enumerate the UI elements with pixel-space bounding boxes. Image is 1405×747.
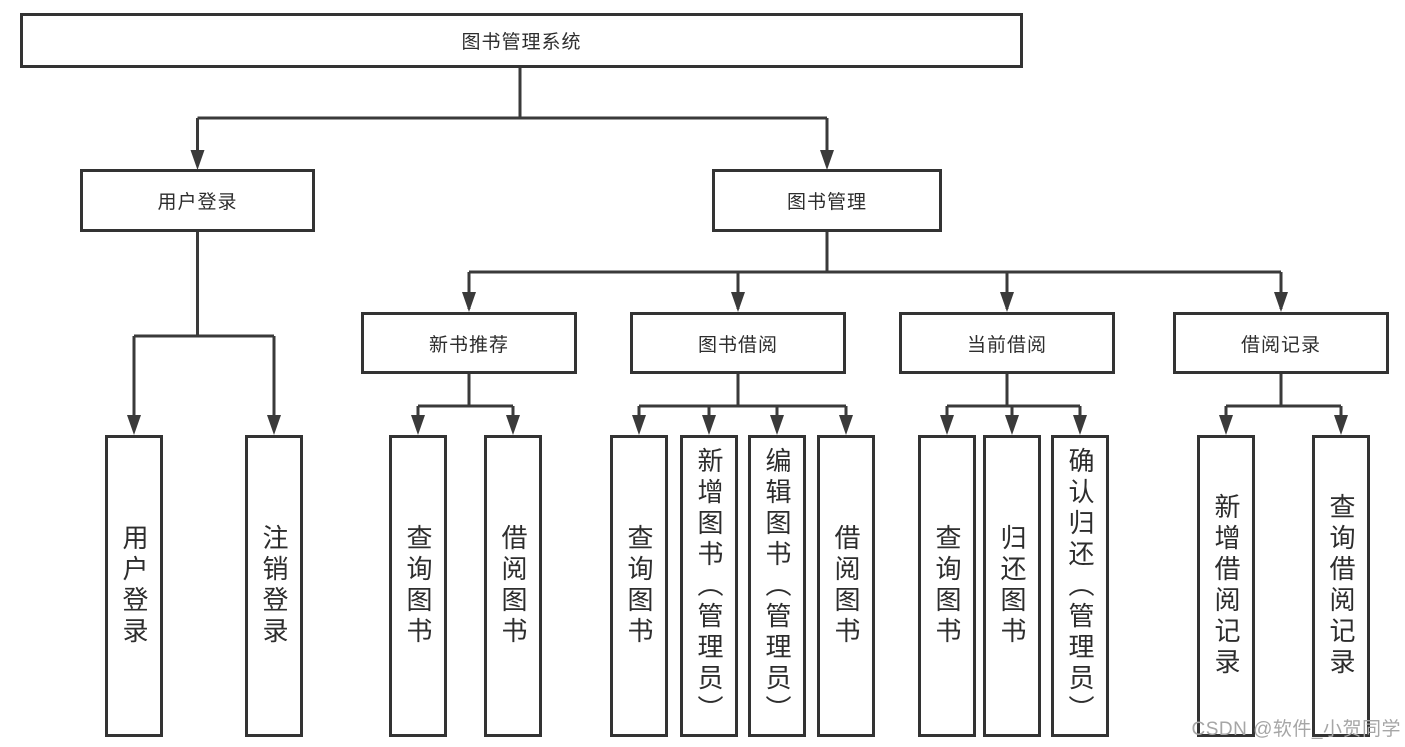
node-label: 注销登录: [259, 524, 289, 648]
node-label: 查询图书: [403, 524, 433, 648]
leaf-query-borrowing-record: 查询借阅记录: [1312, 435, 1370, 737]
node-label: 借阅记录: [1240, 334, 1321, 356]
node-book-borrowing: 图书借阅: [630, 312, 846, 374]
node-label: 用户登录: [157, 192, 238, 213]
node-label: 查询图书: [932, 524, 962, 648]
node-label: 借阅图书: [498, 524, 528, 648]
node-label: 图书借阅: [697, 334, 778, 356]
node-label: 用户登录: [119, 524, 149, 648]
node-label: 图书管理系统: [461, 32, 582, 53]
leaf-edit-book-admin: 编辑图书（管理员）: [748, 435, 806, 737]
node-borrowing-records: 借阅记录: [1173, 312, 1389, 374]
leaf-logout: 注销登录: [245, 435, 303, 737]
leaf-return-books: 归还图书: [983, 435, 1041, 737]
leaf-query-books-current: 查询图书: [918, 435, 976, 737]
leaf-user-login: 用户登录: [105, 435, 163, 737]
node-label: 新增借阅记录: [1211, 493, 1241, 679]
node-label: 当前借阅: [966, 334, 1047, 356]
node-current-borrowing: 当前借阅: [899, 312, 1115, 374]
csdn-watermark: CSDN @软件_小贺同学: [1191, 719, 1401, 740]
node-label: 新书推荐: [428, 334, 509, 356]
leaf-add-borrowing-record: 新增借阅记录: [1197, 435, 1255, 737]
node-library-management-system: 图书管理系统: [20, 13, 1023, 68]
leaf-query-books-borrowing: 查询图书: [610, 435, 668, 737]
node-label: 编辑图书（管理员）: [762, 446, 792, 726]
node-book-management: 图书管理: [712, 169, 942, 232]
node-label: 归还图书: [997, 524, 1027, 648]
node-label: 借阅图书: [831, 524, 861, 648]
node-label: 查询借阅记录: [1326, 493, 1356, 679]
leaf-query-books-recommend: 查询图书: [389, 435, 447, 737]
node-label: 查询图书: [624, 524, 654, 648]
node-new-book-recommendation: 新书推荐: [361, 312, 577, 374]
leaf-borrow-books-borrowing: 借阅图书: [817, 435, 875, 737]
leaf-confirm-return-admin: 确认归还（管理员）: [1051, 435, 1109, 737]
node-label: 新增图书（管理员）: [694, 446, 724, 726]
node-label: 图书管理: [786, 192, 867, 213]
leaf-add-book-admin: 新增图书（管理员）: [680, 435, 738, 737]
node-label: 确认归还（管理员）: [1065, 446, 1095, 726]
node-user-login: 用户登录: [80, 169, 315, 232]
leaf-borrow-books-recommend: 借阅图书: [484, 435, 542, 737]
arrowheads: [127, 150, 1348, 435]
